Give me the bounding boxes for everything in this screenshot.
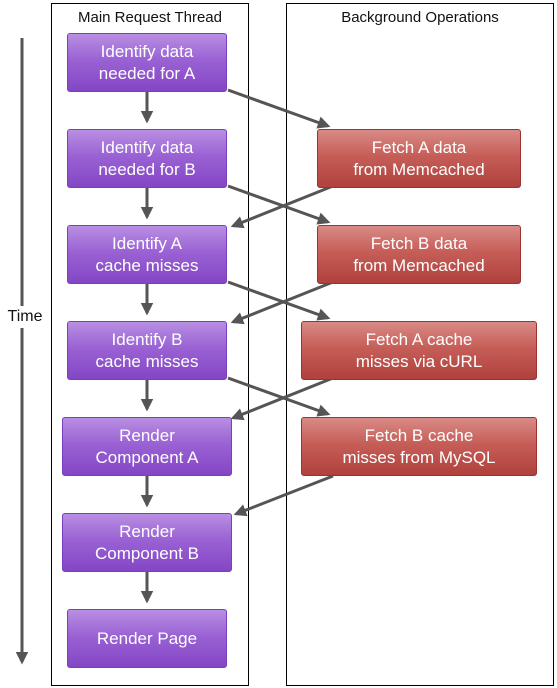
node-fetch-b-memcached: Fetch B data from Memcached xyxy=(317,225,521,284)
node-identify-b-cache-misses: Identify B cache misses xyxy=(67,321,227,380)
background-lane-title: Background Operations xyxy=(341,9,499,26)
node-identify-data-b: Identify data needed for B xyxy=(67,129,227,188)
node-identify-data-a: Identify data needed for A xyxy=(67,33,227,92)
node-fetch-a-curl: Fetch A cache misses via cURL xyxy=(301,321,537,380)
node-fetch-a-memcached: Fetch A data from Memcached xyxy=(317,129,521,188)
main-lane-title: Main Request Thread xyxy=(78,9,222,26)
node-render-component-b: Render Component B xyxy=(62,513,232,572)
node-identify-a-cache-misses: Identify A cache misses xyxy=(67,225,227,284)
node-fetch-b-mysql: Fetch B cache misses from MySQL xyxy=(301,417,537,476)
time-label: Time xyxy=(6,306,44,328)
node-render-component-a: Render Component A xyxy=(62,417,232,476)
node-render-page: Render Page xyxy=(67,609,227,668)
